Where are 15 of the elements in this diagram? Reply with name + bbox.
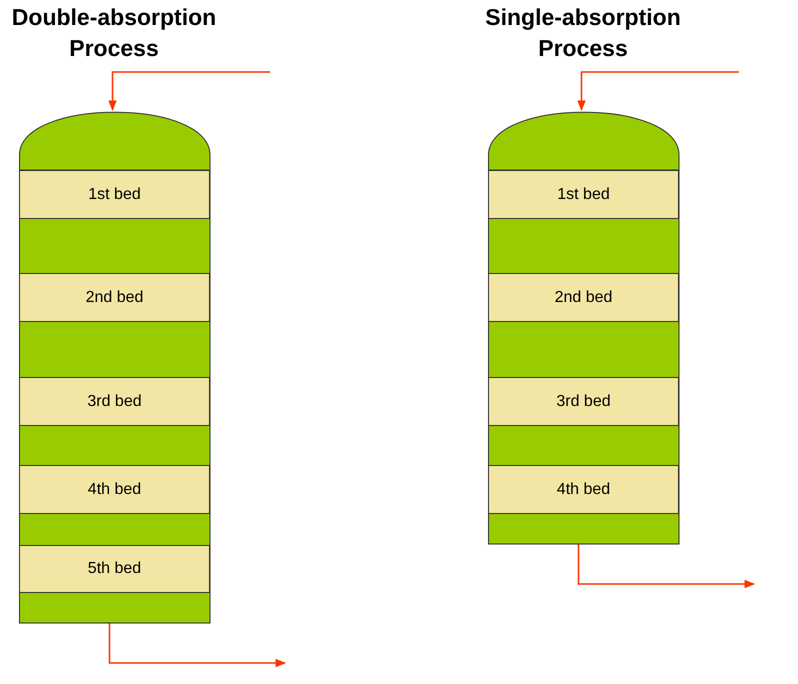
flow-arrow: [108, 623, 286, 668]
bed-label: 4th bed: [88, 480, 142, 498]
column-heading: Double-absorption Process: [10, 3, 218, 63]
bed-label: 3rd bed: [87, 392, 142, 410]
bed-label: 4th bed: [556, 480, 610, 498]
bed-label: 2nd bed: [86, 288, 144, 306]
bed-label: 3rd bed: [556, 392, 611, 410]
flow-arrow: [108, 71, 270, 112]
column-heading: Single-absorption Process: [484, 3, 682, 63]
flow-arrow: [577, 71, 739, 112]
bed-label: 2nd bed: [554, 288, 612, 306]
bed-label: 1st bed: [88, 186, 141, 204]
flow-arrow: [578, 544, 756, 588]
bed-label: 1st bed: [557, 186, 610, 204]
bed-label: 5th bed: [88, 560, 142, 578]
